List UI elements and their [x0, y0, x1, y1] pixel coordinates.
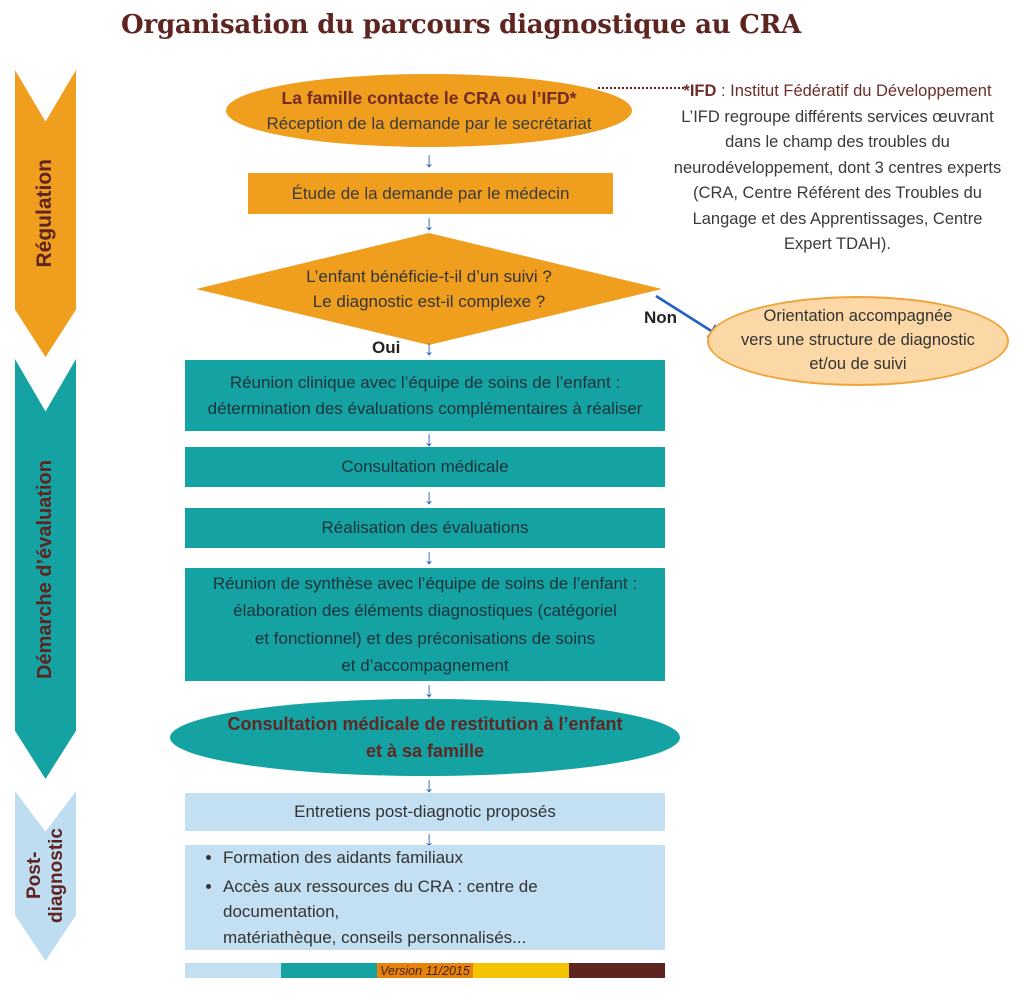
phase-banner-post-diagnostic: Post- diagnostic [15, 791, 76, 961]
reunion-synthese-text: Réunion de synthèse avec l’équipe de soi… [212, 574, 638, 675]
footer-color-bar: Version 11/2015 [185, 963, 665, 978]
resource-item: Accès aux ressources du CRA : centre de … [223, 874, 651, 951]
node-contact-ellipse: La famille contacte le CRA ou l’IFD* Réc… [226, 74, 632, 147]
resources-list: Formation des aidants familiaux Accès au… [185, 842, 665, 953]
footer-segment-teal [281, 963, 377, 978]
ifd-term: *IFD [683, 82, 717, 100]
dotted-leader-line [598, 87, 684, 89]
down-arrow-icon: ↓ [423, 486, 435, 509]
node-restitution-ellipse: Consultation médicale de restitution à l… [170, 699, 680, 776]
node-entretiens-post-diagnostic: Entretiens post-diagnotic proposés [185, 793, 665, 831]
contact-line1: La famille contacte le CRA ou l’IFD* [281, 87, 577, 108]
reunion-clinique-text: Réunion clinique avec l’équipe de soins … [207, 373, 643, 418]
oui-label: Oui [372, 338, 401, 357]
down-arrow-icon: ↓ [423, 212, 435, 235]
down-arrow-icon: ↓ [423, 337, 435, 360]
restitution-text: Consultation médicale de restitution à l… [227, 713, 623, 761]
consultation-medicale-text: Consultation médicale [341, 457, 509, 477]
non-label: Non [644, 308, 678, 327]
entretiens-text: Entretiens post-diagnotic proposés [294, 802, 556, 822]
node-orientation-ellipse: Orientation accompagnée vers une structu… [707, 296, 1009, 386]
node-etude-demande: Étude de la demande par le médecin [248, 173, 613, 214]
etude-label: Étude de la demande par le médecin [291, 183, 570, 203]
ifd-footnote-heading: *IFD : Institut Fédératif du Développeme… [655, 79, 1020, 105]
phase-label-regulation: Régulation [33, 159, 57, 268]
version-label: Version 11/2015 [380, 963, 470, 978]
down-arrow-icon: ↓ [423, 679, 435, 702]
node-resources-list: Formation des aidants familiaux Accès au… [185, 845, 665, 950]
ifd-term-suffix: : Institut Fédératif du Développement [716, 82, 992, 100]
resource-item: Formation des aidants familiaux [223, 845, 651, 871]
node-reunion-synthese: Réunion de synthèse avec l’équipe de soi… [185, 568, 665, 681]
ifd-footnote-body: L’IFD regroupe différents services œuvra… [673, 107, 1002, 254]
phase-label-evaluation: Démarche d’évaluation [34, 459, 56, 679]
node-reunion-clinique: Réunion clinique avec l’équipe de soins … [185, 360, 665, 431]
footer-segment-yellow [473, 963, 569, 978]
realisation-evaluations-text: Réalisation des évaluations [321, 518, 529, 538]
down-arrow-icon: ↓ [423, 428, 435, 451]
footer-segment-maroon [569, 963, 665, 978]
ifd-footnote: *IFD : Institut Fédératif du Développeme… [655, 79, 1020, 258]
node-consultation-medicale: Consultation médicale [185, 447, 665, 487]
phase-label-post-diagnostic: Post- diagnostic [23, 828, 67, 924]
page-title: Organisation du parcours diagnostique au… [121, 10, 802, 40]
node-decision-diamond: L’enfant bénéficie-t-il d’un suivi ? Le … [196, 233, 662, 345]
orientation-text: Orientation accompagnée vers une structu… [741, 307, 975, 373]
down-arrow-icon: ↓ [423, 774, 435, 797]
node-realisation-evaluations: Réalisation des évaluations [185, 508, 665, 548]
phase-banner-regulation: Régulation [15, 70, 76, 357]
down-arrow-icon: ↓ [423, 828, 435, 851]
phase-banner-evaluation: Démarche d’évaluation [15, 359, 76, 779]
down-arrow-icon: ↓ [423, 546, 435, 569]
down-arrow-icon: ↓ [423, 149, 435, 172]
decision-question: L’enfant bénéficie-t-il d’un suivi ? Le … [306, 266, 552, 312]
footer-segment-lightblue [185, 963, 281, 978]
footer-segment-orange: Version 11/2015 [377, 963, 473, 978]
contact-line2: Réception de la demande par le secrétari… [266, 113, 592, 133]
